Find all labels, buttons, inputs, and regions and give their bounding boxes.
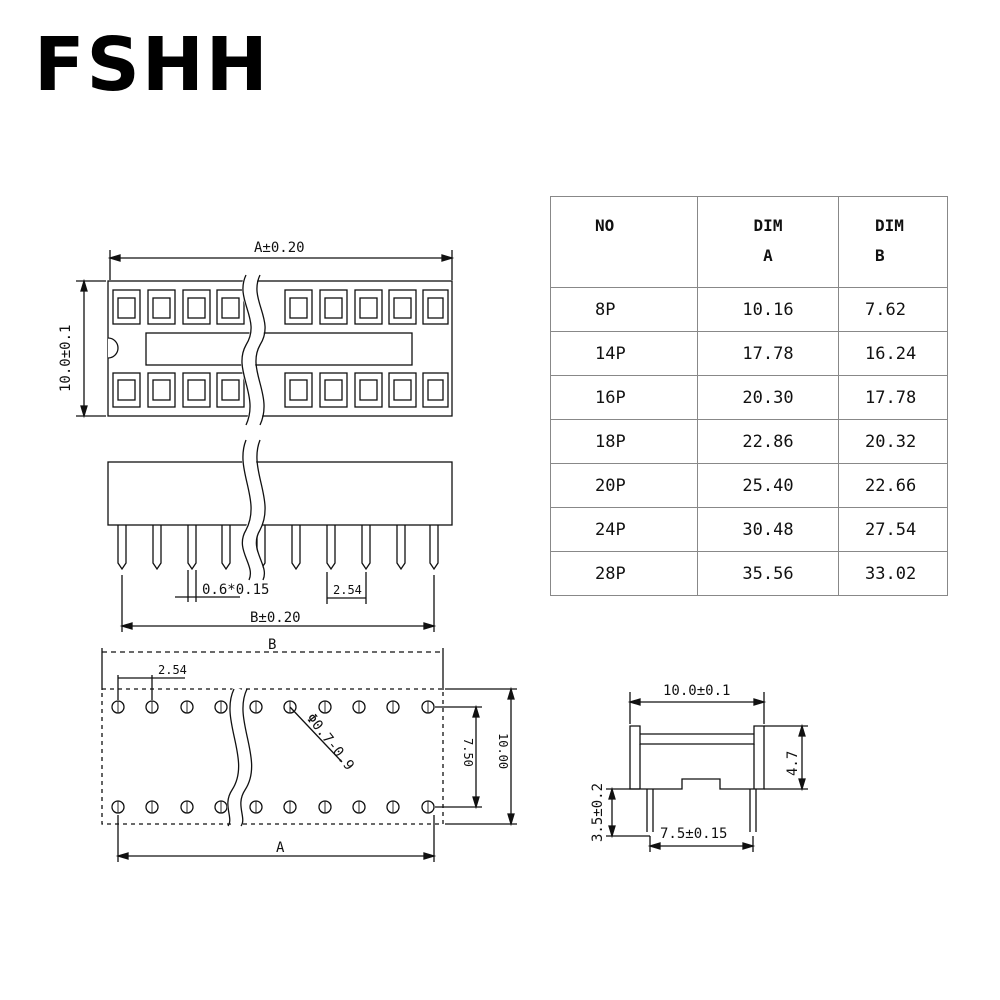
footprint-view xyxy=(101,648,517,862)
side-view xyxy=(107,437,453,632)
top-view xyxy=(76,250,455,428)
footprint-pitch-label: 2.54 xyxy=(158,663,187,677)
header-no: NO xyxy=(550,196,698,288)
brand-logo: FSHH xyxy=(34,22,270,108)
dim-b-label: B±0.20 xyxy=(250,610,301,626)
pitch-label: 2.54 xyxy=(333,583,362,597)
end-width-label: 10.0±0.1 xyxy=(663,683,730,699)
pin-width-label: 0.6*0.15 xyxy=(202,582,269,598)
end-height-label: 4.7 xyxy=(785,751,801,776)
pin-length-label: 3.5±0.2 xyxy=(590,783,606,842)
end-view xyxy=(606,692,808,852)
outline-label: 10.00 xyxy=(496,733,510,769)
footprint-b-label: B xyxy=(268,637,276,653)
row-spacing-label: 7.50 xyxy=(461,738,475,767)
hole-diameter-label: Φ0.7-0.9 xyxy=(303,711,357,774)
footprint-a-label: A xyxy=(276,840,285,856)
dim-height-label: 10.0±0.1 xyxy=(58,325,74,392)
end-row-spacing-label: 7.5±0.15 xyxy=(660,826,727,842)
dim-a-label: A±0.20 xyxy=(254,240,305,256)
